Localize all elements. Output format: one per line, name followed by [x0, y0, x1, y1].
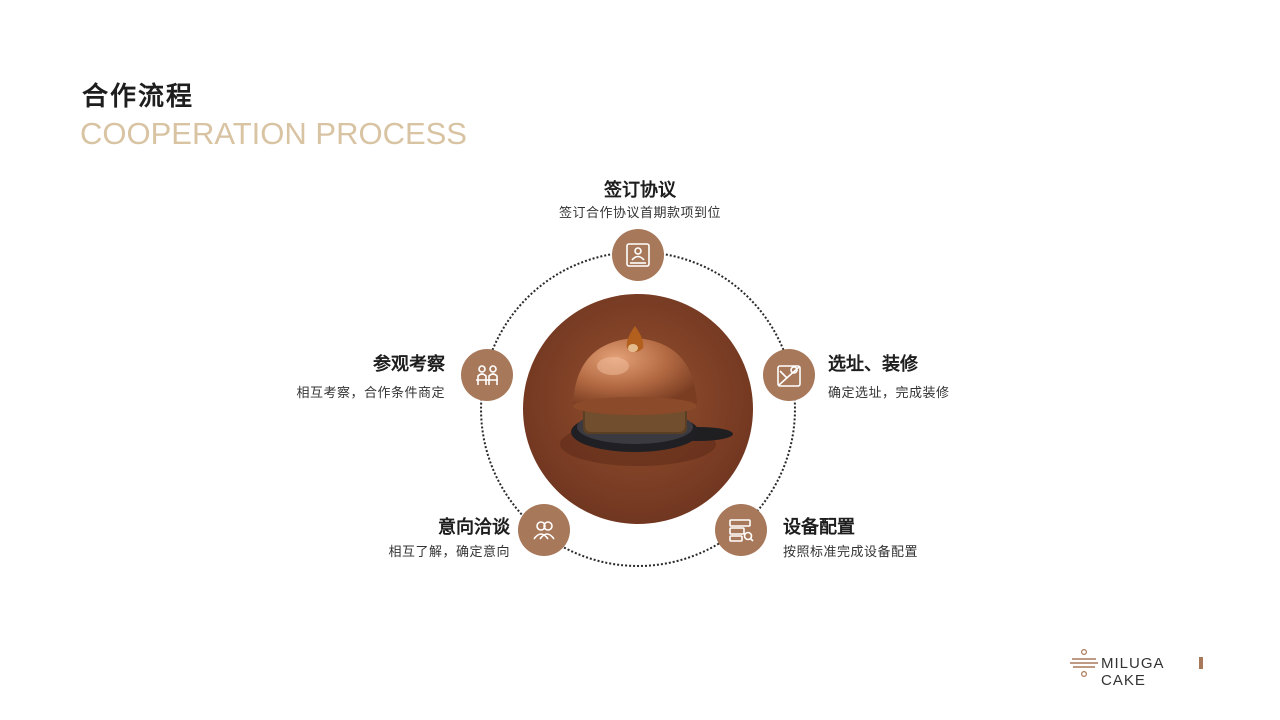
map-icon: [777, 365, 801, 387]
logo-text: MILUGA CAKE: [1101, 655, 1164, 689]
step-negotiation-badge: [518, 504, 570, 556]
contract-icon: [626, 243, 650, 267]
step-negotiation-title: 意向洽谈: [438, 517, 510, 538]
step-site-renovation-badge: [763, 349, 815, 401]
users-icon: [533, 521, 555, 540]
step-equipment-desc: 按照标准完成设备配置: [783, 545, 919, 560]
step-visit-title: 参观考察: [373, 354, 445, 375]
logo-mark-icon: [1070, 648, 1098, 678]
step-sign-agreement-desc: 签订合作协议首期款项到位: [558, 206, 721, 221]
step-equipment-title: 设备配置: [783, 517, 855, 538]
brand-logo: MILUGA CAKE: [1069, 648, 1209, 689]
dessert-photo: [523, 294, 753, 524]
step-sign-agreement-badge: [612, 229, 664, 281]
page-subtitle: COOPERATION PROCESS: [80, 116, 467, 151]
step-sign-agreement-title: 签订协议: [604, 180, 676, 201]
server-search-icon: [729, 519, 754, 542]
logo-stamp: [1199, 657, 1203, 669]
step-visit-badge: [461, 349, 513, 401]
step-equipment-badge: [715, 504, 767, 556]
step-site-renovation-title: 选址、装修: [828, 354, 918, 375]
visit-icon: [476, 365, 498, 385]
step-site-renovation-desc: 确定选址，完成装修: [828, 386, 950, 401]
step-visit-desc: 相互考察，合作条件商定: [296, 386, 445, 401]
page-title: 合作流程: [82, 82, 195, 112]
step-negotiation-desc: 相互了解，确定意向: [388, 545, 510, 560]
